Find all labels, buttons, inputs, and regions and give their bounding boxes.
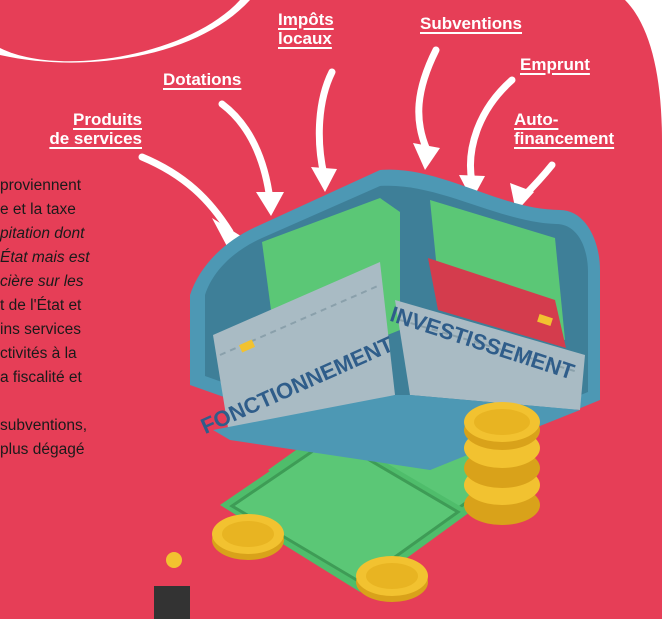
label-dotations: Dotations — [163, 70, 242, 89]
arrow-head — [459, 175, 485, 200]
label-impots-locaux: Impôts locaux — [278, 10, 334, 48]
label-produits-services: Produits de services — [49, 110, 142, 148]
body-line: t de l'État et — [0, 297, 82, 314]
body-line: État mais est — [0, 249, 90, 266]
body-line: subventions, — [0, 417, 88, 434]
label-subventions: Subventions — [420, 14, 523, 33]
arrow-head — [311, 167, 337, 192]
arrow-icon — [138, 153, 234, 236]
coin-icon — [212, 402, 540, 602]
body-line: proviennent — [0, 177, 82, 194]
label-emprunt: Emprunt — [520, 55, 590, 74]
body-text: proviennent e et la taxe pitation dont É… — [0, 176, 160, 576]
arrow-icon — [218, 100, 274, 204]
body-line: ins services — [0, 321, 81, 338]
body-line: plus dégagé — [0, 441, 85, 458]
card-icon — [428, 258, 566, 348]
red-background-shape — [0, 0, 240, 62]
body-line: ctivités à la — [0, 345, 77, 362]
arrow-icon — [315, 68, 336, 179]
wallet-icon — [190, 169, 600, 470]
arrow-icon — [415, 46, 440, 154]
yellow-dot — [166, 552, 182, 568]
body-line: pitation dont — [0, 225, 85, 242]
arrow-head — [413, 143, 440, 170]
body-line: cière sur les — [0, 273, 84, 290]
body-line: a fiscalité et — [0, 369, 82, 386]
body-line: e et la taxe — [0, 201, 76, 218]
dark-square — [154, 586, 190, 619]
arrow-head — [256, 192, 284, 216]
arrow-icon — [467, 76, 516, 186]
label-autofinancement: Auto- financement — [514, 110, 615, 148]
